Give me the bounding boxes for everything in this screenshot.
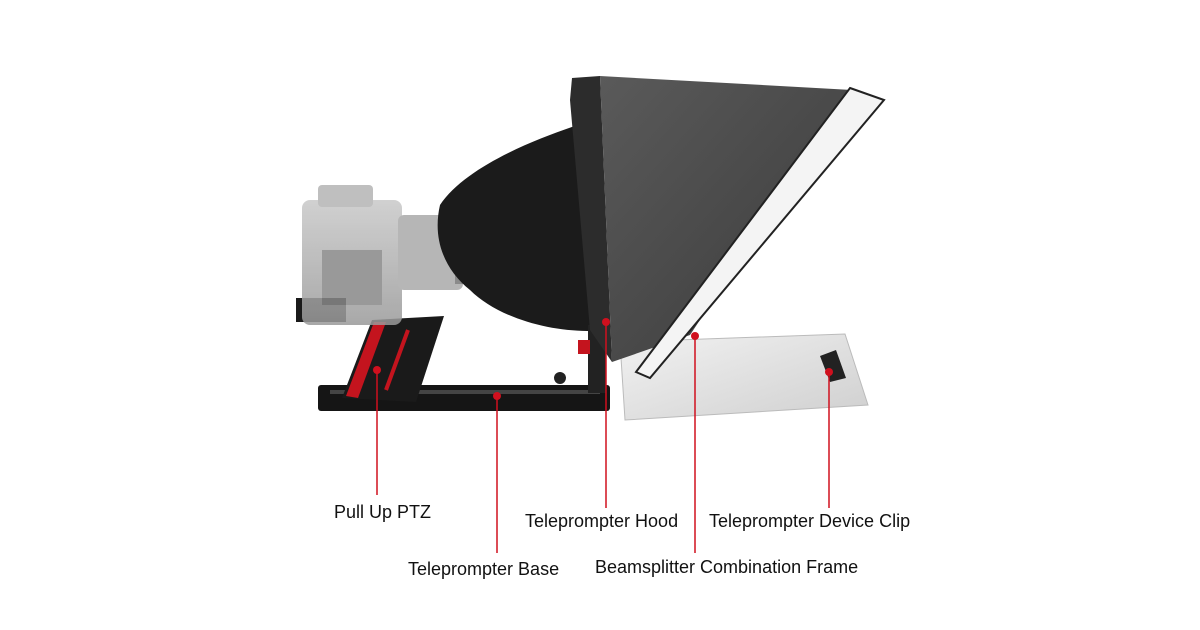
callout-dot-base [493,392,501,400]
label-pull-up-ptz: Pull Up PTZ [334,502,432,522]
tablet [619,333,869,421]
device-clip [820,350,846,382]
beamsplitter-frame [634,86,886,380]
callout-dot-ptz [373,366,381,374]
callout-dot-hood [602,318,610,326]
label-teleprompter-hood: Teleprompter Hood [525,511,679,531]
cloth-bag [437,118,605,331]
teleprompter-hood [570,76,852,362]
callout-dot-clip [825,368,833,376]
label-beamsplitter-frame: Beamsplitter Combination Frame [595,557,859,577]
callout-dot-frame [691,332,699,340]
label-teleprompter-base: Teleprompter Base [408,559,560,579]
label-device-clip: Teleprompter Device Clip [709,511,911,531]
callout-lines [376,322,830,553]
